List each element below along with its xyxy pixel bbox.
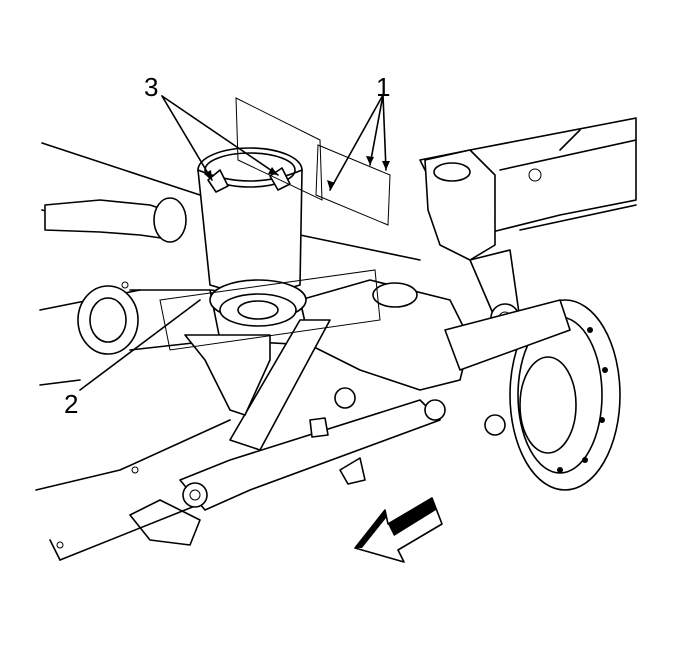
frame-corner <box>56 281 201 549</box>
spring-lower-mount <box>184 334 271 416</box>
callout-2-leader <box>79 299 201 391</box>
callout-label-3: 3 <box>144 72 159 102</box>
direction-arrow <box>354 497 443 563</box>
stabilizer-link <box>44 197 187 243</box>
callout-label-2: 2 <box>64 389 79 419</box>
lower-control-arm <box>179 319 506 511</box>
air-spring <box>197 147 307 327</box>
callout-3-leaders <box>161 95 279 181</box>
callout-label-1: 1 <box>376 72 391 102</box>
section-planes <box>159 97 391 351</box>
callout-1-leaders <box>327 94 390 191</box>
brake-rotor <box>509 299 621 491</box>
